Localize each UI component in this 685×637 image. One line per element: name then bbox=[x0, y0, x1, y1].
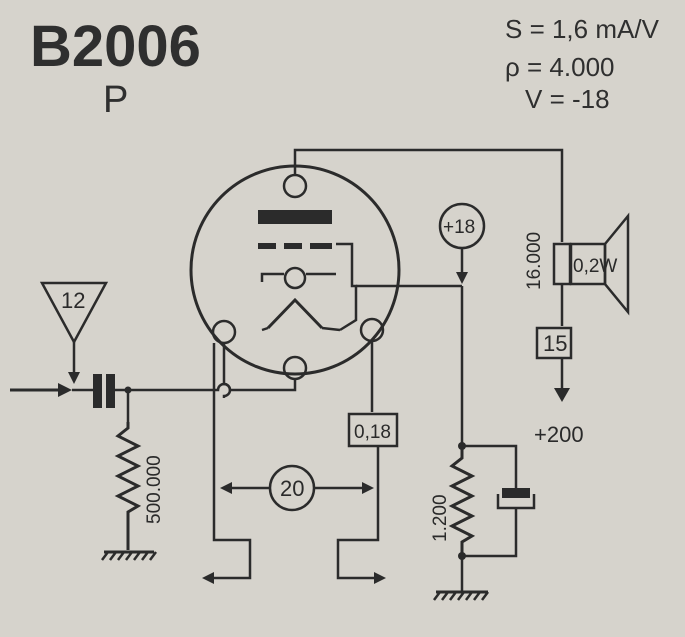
input-triangle-label: 12 bbox=[61, 288, 85, 313]
tube-title: B2006 bbox=[30, 14, 201, 79]
cap-wire-bottom bbox=[462, 508, 518, 558]
tube-pin-grid bbox=[283, 266, 307, 290]
input-drop-arrow-icon bbox=[68, 372, 80, 384]
tube-pin-left bbox=[211, 319, 237, 345]
tube-control-grid bbox=[260, 272, 336, 282]
spec-bias-voltage: V = -18 bbox=[525, 84, 610, 114]
filament-leads bbox=[261, 326, 341, 332]
plate-box bbox=[535, 326, 573, 360]
coupling-cap-left bbox=[93, 374, 102, 408]
spec-transconductance: S = 1,6 mA/V bbox=[505, 14, 660, 44]
coupling-cap-right bbox=[106, 374, 115, 408]
cathode-resistor-label: 1.200 bbox=[430, 494, 451, 542]
bias-arrow-icon bbox=[456, 272, 468, 284]
filament-left-arrow-icon bbox=[202, 572, 214, 584]
tube-screen-grid bbox=[258, 243, 332, 249]
supply-arrow-icon bbox=[554, 388, 570, 402]
grid-junction-dot bbox=[124, 386, 132, 394]
cathode-resistor-icon bbox=[448, 446, 476, 556]
input-arrow-icon bbox=[58, 383, 72, 397]
ground-icon-left bbox=[101, 550, 157, 561]
filament-resistor-label: 0,18 bbox=[354, 422, 391, 443]
filament-wire-left bbox=[208, 343, 252, 580]
speaker-cone-icon bbox=[603, 212, 630, 316]
spec-resistance: ρ = 4.000 bbox=[505, 52, 614, 82]
dimension-left-arrow-icon bbox=[220, 482, 232, 494]
input-triangle bbox=[39, 281, 109, 345]
output-transformer bbox=[552, 242, 572, 286]
grid-wire bbox=[115, 379, 297, 392]
filament-wire-left-top bbox=[222, 343, 232, 398]
filament-wire-right bbox=[336, 446, 380, 580]
filament-resistor-box bbox=[347, 412, 399, 448]
speaker-power-label: 0,2W bbox=[573, 256, 617, 277]
plate-wire bbox=[293, 148, 564, 242]
filament-circle-label: 20 bbox=[280, 476, 304, 501]
supply-label: +200 bbox=[534, 422, 584, 447]
bias-label: +18 bbox=[443, 217, 475, 238]
tube-pin-plate bbox=[282, 173, 308, 199]
tube-filament bbox=[266, 297, 324, 330]
filament-right-arrow-icon bbox=[374, 572, 386, 584]
cap-plate-top bbox=[502, 488, 530, 498]
cap-wire-top bbox=[462, 444, 518, 488]
grid-resistor-icon bbox=[114, 422, 142, 550]
screen-link bbox=[336, 242, 358, 332]
tube-subtitle: P bbox=[103, 79, 128, 121]
tube-pin-bottom bbox=[282, 355, 308, 381]
dimension-right-arrow-icon bbox=[362, 482, 374, 494]
ground-icon-right bbox=[433, 590, 489, 601]
tube-plate bbox=[258, 210, 332, 224]
plate-box-label: 15 bbox=[543, 331, 567, 356]
grid-resistor-label: 500.000 bbox=[144, 455, 165, 524]
transformer-label: 16.000 bbox=[524, 232, 545, 290]
